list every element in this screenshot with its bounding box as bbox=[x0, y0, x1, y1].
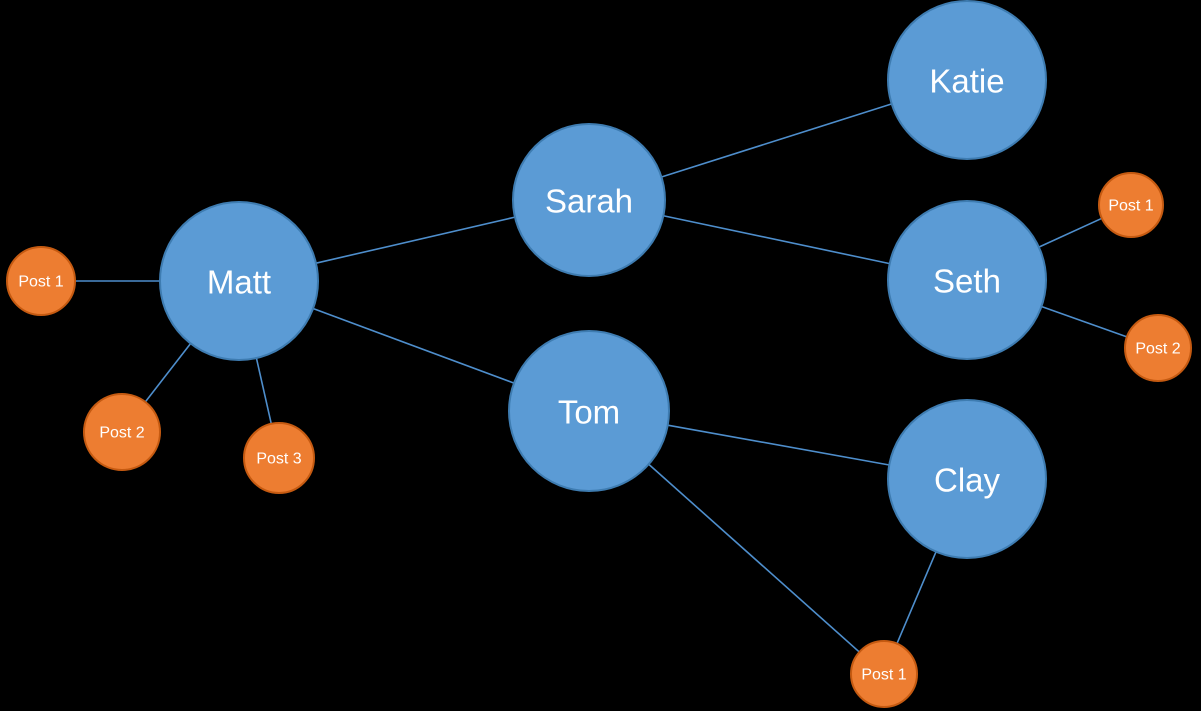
graph-node-clay[interactable]: Clay bbox=[887, 399, 1047, 559]
graph-edge-matt-to-tom bbox=[312, 307, 515, 384]
graph-node-matt-post-3[interactable]: Post 3 bbox=[243, 422, 315, 494]
graph-edge-sarah-to-katie bbox=[661, 103, 892, 178]
graph-edge-matt-to-matt-post-3 bbox=[255, 357, 273, 425]
node-label: Sarah bbox=[545, 183, 633, 220]
node-label: Post 2 bbox=[1135, 341, 1180, 358]
node-label: Katie bbox=[929, 63, 1004, 100]
graph-edge-matt-to-sarah bbox=[315, 216, 516, 264]
graph-node-seth-post-1[interactable]: Post 1 bbox=[1098, 172, 1164, 238]
node-label: Post 3 bbox=[256, 451, 301, 468]
person-node-circle[interactable] bbox=[159, 201, 319, 361]
graph-node-katie[interactable]: Katie bbox=[887, 0, 1047, 160]
graph-node-tom[interactable]: Tom bbox=[508, 330, 670, 492]
graph-node-matt-post-2[interactable]: Post 2 bbox=[83, 393, 161, 471]
node-label: Post 1 bbox=[861, 667, 906, 684]
graph-node-matt-post-1[interactable]: Post 1 bbox=[6, 246, 76, 316]
post-node-circle[interactable] bbox=[83, 393, 161, 471]
graph-edge-tom-to-shared-post-1 bbox=[648, 463, 860, 653]
person-node-circle[interactable] bbox=[887, 0, 1047, 160]
graph-edge-sarah-to-seth bbox=[663, 214, 890, 265]
graph-node-sarah[interactable]: Sarah bbox=[512, 123, 666, 277]
post-node-circle[interactable] bbox=[1098, 172, 1164, 238]
node-label: Post 1 bbox=[18, 274, 63, 291]
graph-edge-seth-to-seth-post-1 bbox=[1038, 217, 1103, 248]
node-label: Clay bbox=[934, 462, 1001, 499]
node-label: Post 2 bbox=[99, 425, 144, 442]
node-label: Tom bbox=[558, 394, 620, 431]
node-label: Seth bbox=[933, 263, 1001, 300]
graph-edge-matt-to-matt-post-2 bbox=[144, 342, 192, 403]
graph-node-matt[interactable]: Matt bbox=[159, 201, 319, 361]
graph-edge-tom-to-clay bbox=[667, 424, 890, 466]
person-node-circle[interactable] bbox=[508, 330, 670, 492]
graph-edge-clay-to-shared-post-1 bbox=[896, 551, 937, 644]
person-node-circle[interactable] bbox=[512, 123, 666, 277]
node-label: Matt bbox=[207, 264, 271, 301]
edge-layer bbox=[75, 103, 1128, 653]
post-node-circle[interactable] bbox=[850, 640, 918, 708]
graph-edge-seth-to-seth-post-2 bbox=[1041, 305, 1128, 338]
graph-node-shared-post-1[interactable]: Post 1 bbox=[850, 640, 918, 708]
graph-node-seth[interactable]: Seth bbox=[887, 200, 1047, 360]
post-node-circle[interactable] bbox=[1124, 314, 1192, 382]
post-node-circle[interactable] bbox=[243, 422, 315, 494]
post-node-circle[interactable] bbox=[6, 246, 76, 316]
node-label: Post 1 bbox=[1108, 198, 1153, 215]
person-node-circle[interactable] bbox=[887, 399, 1047, 559]
person-node-circle[interactable] bbox=[887, 200, 1047, 360]
graph-node-seth-post-2[interactable]: Post 2 bbox=[1124, 314, 1192, 382]
